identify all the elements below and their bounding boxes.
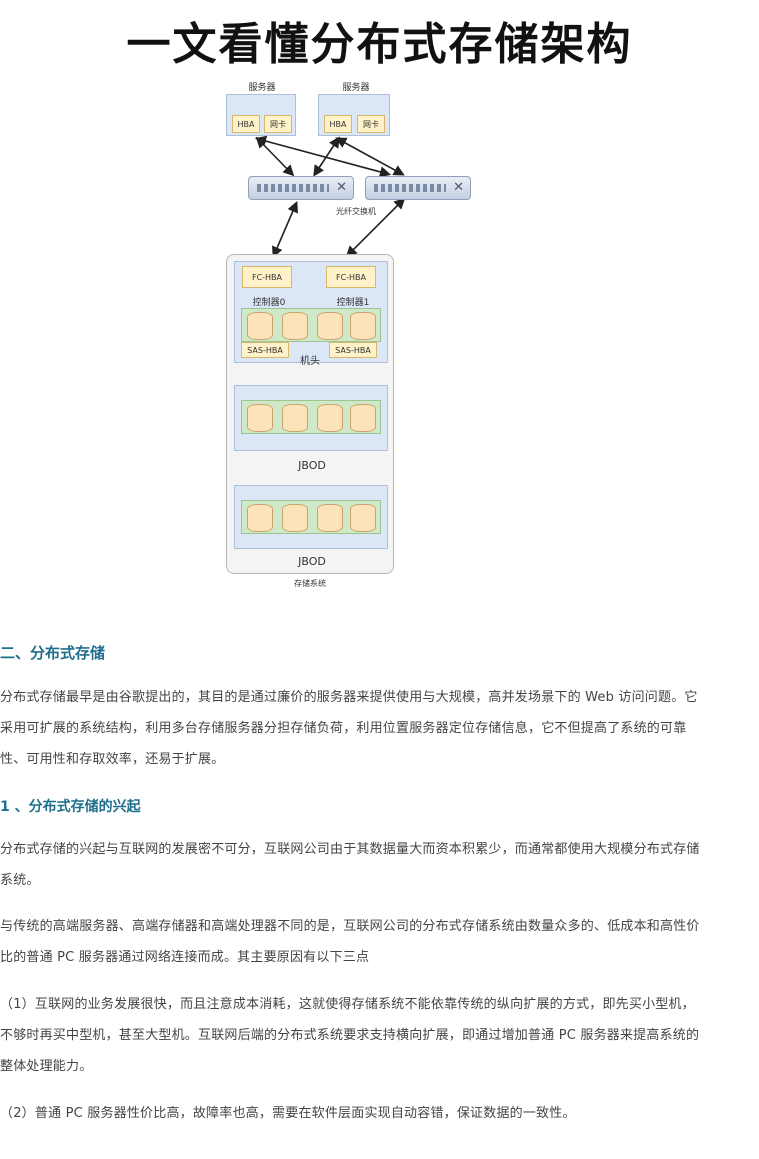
- storage-architecture-diagram: 服务器 HBA 网卡 服务器 HBA 网卡 ✕ ✕ 光纤交换机 FC-HBA F…: [210, 72, 485, 602]
- disk-row: [241, 500, 381, 534]
- point-1: （1）互联网的业务发展很快，而且注意成本消耗，这就使得存储系统不能依靠传统的纵向…: [0, 997, 700, 1074]
- server-node: HBA 网卡: [226, 94, 296, 136]
- server-label: 服务器: [342, 83, 370, 93]
- fc-hba-box: FC-HBA: [242, 266, 292, 288]
- disk-icon: [282, 312, 308, 340]
- disk-icon: [350, 404, 376, 432]
- disk-icon: [282, 504, 308, 532]
- fibre-switch: ✕: [248, 176, 354, 200]
- disk-icon: [317, 404, 343, 432]
- switch-ports: [374, 184, 446, 192]
- fibre-switch: ✕: [365, 176, 471, 200]
- diagram-arrows: [254, 135, 406, 486]
- disk-row: [241, 308, 381, 342]
- disk-icon: [247, 504, 273, 532]
- jbod-label: JBOD: [298, 555, 326, 568]
- head-label: 机头: [300, 356, 320, 367]
- controller0-label: 控制器0: [252, 298, 286, 308]
- hba-box: HBA: [232, 115, 260, 133]
- intro-paragraph: 分布式存储最早是由谷歌提出的，其目的是通过廉价的服务器来提供使用与大规模，高并发…: [0, 690, 698, 767]
- disk-icon: [247, 404, 273, 432]
- subheading: 1 、分布式存储的兴起: [0, 799, 141, 815]
- jbod-enclosure: [234, 485, 388, 549]
- fc-hba-box: FC-HBA: [326, 266, 376, 288]
- point-2: （2）普通 PC 服务器性价比高，故障率也高，需要在软件层面实现自动容错，保证数…: [0, 1106, 576, 1121]
- switch-ports: [257, 184, 329, 192]
- disk-icon: [282, 404, 308, 432]
- switch-icon: ✕: [453, 180, 464, 195]
- nic-box: 网卡: [357, 115, 385, 133]
- disk-row: [241, 400, 381, 434]
- disk-icon: [350, 312, 376, 340]
- server-label: 服务器: [248, 83, 276, 93]
- storage-system-box: FC-HBA FC-HBA 控制器0 控制器1 SAS-HBA SAS-HBA …: [226, 254, 394, 574]
- paragraph-2: 与传统的高端服务器、高端存储器和高端处理器不同的是，互联网公司的分布式存储系统由…: [0, 919, 700, 965]
- controller1-label: 控制器1: [336, 298, 370, 308]
- hba-box: HBA: [324, 115, 352, 133]
- jbod-label: JBOD: [298, 459, 326, 472]
- switch-icon: ✕: [336, 180, 347, 195]
- sas-hba-box: SAS-HBA: [241, 342, 289, 358]
- server-node: HBA 网卡: [318, 94, 390, 136]
- disk-icon: [317, 312, 343, 340]
- disk-icon: [317, 504, 343, 532]
- page-title: 一文看懂分布式存储架构: [126, 19, 633, 70]
- jbod-enclosure: [234, 385, 388, 451]
- paragraph-1: 分布式存储的兴起与互联网的发展密不可分，互联网公司由于其数据量大而资本积累少，而…: [0, 842, 700, 888]
- disk-icon: [247, 312, 273, 340]
- nic-box: 网卡: [264, 115, 292, 133]
- disk-icon: [350, 504, 376, 532]
- controller-head: FC-HBA FC-HBA 控制器0 控制器1 SAS-HBA SAS-HBA …: [234, 261, 388, 367]
- sas-hba-box: SAS-HBA: [329, 342, 377, 358]
- switch-label: 光纤交换机: [336, 207, 376, 216]
- storage-system-label: 存储系统: [294, 579, 326, 588]
- section-heading: 二、分布式存储: [0, 644, 106, 662]
